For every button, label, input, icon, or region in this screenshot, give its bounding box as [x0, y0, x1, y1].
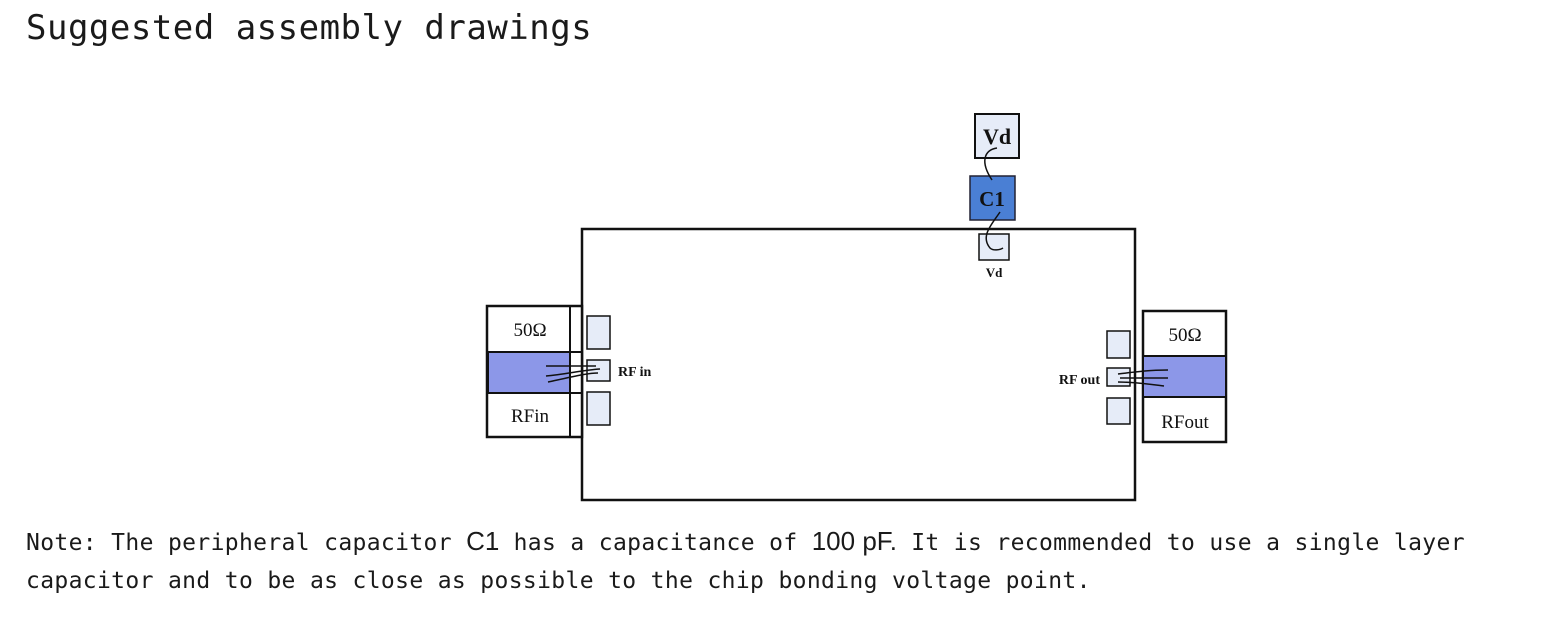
chip-body — [580, 227, 1137, 502]
vd-bond-pad — [978, 233, 1010, 261]
rf-out-ground-pad-top — [1106, 330, 1131, 359]
rf-in-ground-pad-bottom — [586, 391, 611, 426]
vd-supply-pad — [974, 113, 1020, 159]
capacitor-c1-label: C1 — [979, 187, 1005, 211]
input-line-label: RFin — [511, 406, 550, 427]
bond-wire-c1-chip — [985, 211, 1004, 251]
vd-supply-label: Vd — [983, 124, 1011, 149]
note-capacitor-name: C1 — [466, 526, 500, 556]
input-microstrip — [487, 351, 571, 394]
note-capacitance-value: 100 pF. — [811, 526, 898, 556]
rf-out-ground-pad-bottom — [1106, 397, 1131, 425]
capacitor-c1 — [969, 175, 1016, 221]
output-impedance-label: 50Ω — [1168, 325, 1201, 346]
rf-out-bond-wire-3 — [1117, 381, 1165, 387]
rf-in-pad-label: RF in — [618, 365, 652, 380]
rf-out-pad-label: RF out — [1059, 373, 1100, 388]
note-text-2: has a capacitance of — [499, 530, 812, 556]
rf-in-ground-pad-top — [586, 315, 611, 350]
output-microstrip — [1142, 355, 1227, 398]
vd-bond-pad-label: Vd — [986, 265, 1003, 280]
rf-in-bond-wire-2 — [545, 368, 601, 377]
input-impedance-label: 50Ω — [513, 320, 546, 341]
note-text-1: Note: The peripheral capacitor — [26, 530, 467, 556]
page-title: Suggested assembly drawings — [26, 8, 593, 48]
bond-wire-vd-c1 — [984, 147, 998, 181]
output-line-label: RFout — [1161, 412, 1209, 433]
rf-out-signal-pad — [1106, 367, 1131, 387]
rf-out-bond-wire-1 — [1117, 369, 1169, 375]
note-paragraph: Note: The peripheral capacitor C1 has a … — [26, 522, 1546, 600]
rf-in-bond-wire-3 — [547, 372, 599, 383]
note-text-3: It is recommended to use a single layer … — [26, 530, 1465, 594]
